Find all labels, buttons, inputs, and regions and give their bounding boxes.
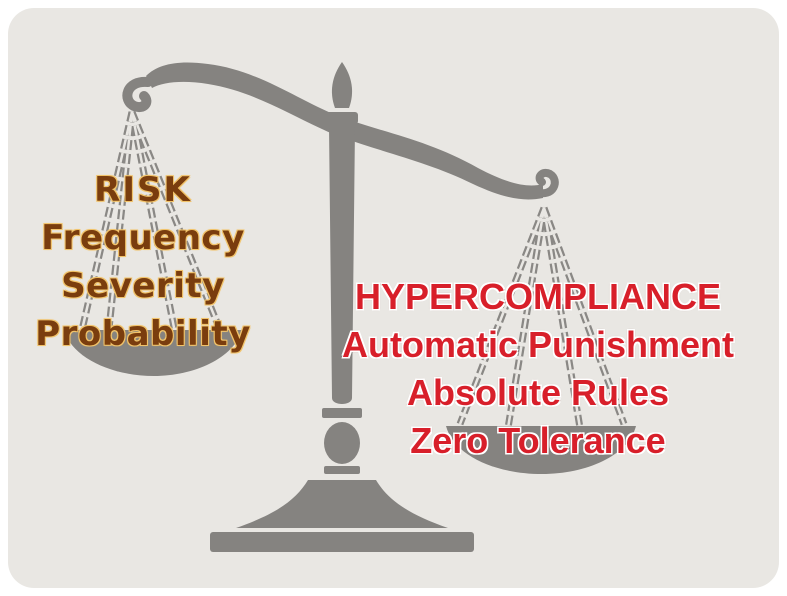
hyper-item-zero-tolerance: Zero Tolerance — [410, 420, 666, 461]
left-pan — [64, 330, 242, 376]
right-pan-labels: HYPERCOMPLIANCE Automatic Punishment Abs… — [308, 273, 768, 465]
right-pan-chains — [456, 206, 628, 429]
right-pan — [446, 426, 636, 474]
right-beam-curl — [532, 169, 559, 198]
scale-base-plate — [210, 532, 474, 552]
column-collar — [326, 112, 358, 124]
left-beam-curl — [122, 76, 153, 112]
diagram-canvas: RISK Frequency Severity Probability HYPE… — [8, 8, 779, 588]
risk-heading: RISK — [94, 170, 192, 210]
risk-item-severity: Severity — [61, 266, 225, 306]
column-ring-lower — [324, 466, 360, 474]
risk-item-probability: Probability — [35, 314, 251, 354]
hypercompliance-heading: HYPERCOMPLIANCE — [354, 276, 722, 317]
column-shaft — [329, 126, 355, 404]
balance-scale-illustration — [64, 62, 636, 552]
scale-base-foot — [236, 480, 448, 528]
hyper-item-automatic-punishment: Automatic Punishment — [341, 324, 735, 365]
left-pan-labels: RISK Frequency Severity Probability — [18, 166, 268, 358]
column-knob — [324, 422, 360, 464]
column-ring-upper — [322, 408, 362, 418]
risk-item-frequency: Frequency — [41, 218, 245, 258]
hyper-item-absolute-rules: Absolute Rules — [406, 372, 670, 413]
left-pan-chains — [78, 110, 224, 339]
column-finial — [331, 62, 353, 108]
